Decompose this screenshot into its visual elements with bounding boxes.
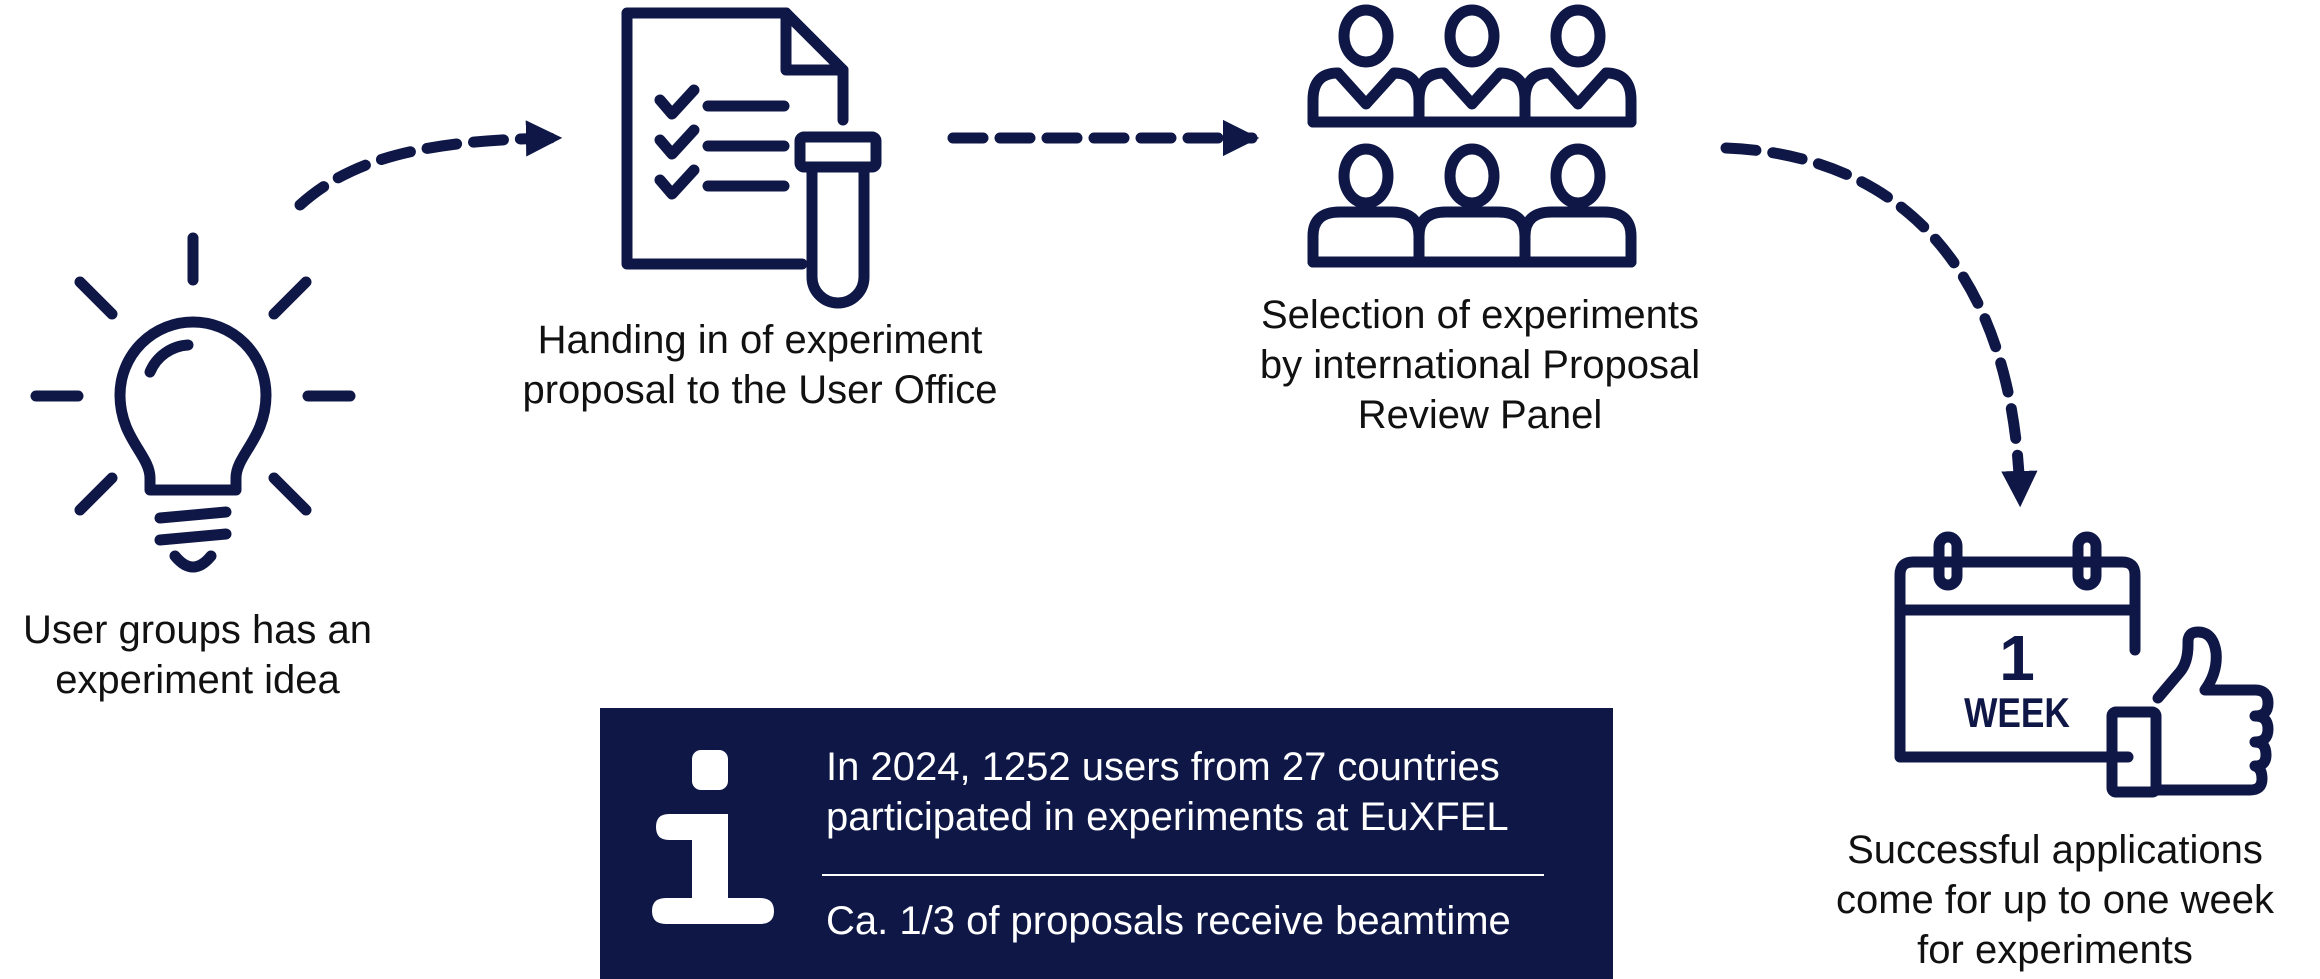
step-label-line: Successful applications <box>1847 828 2263 872</box>
info-box: In 2024, 1252 users from 27 countries pa… <box>600 708 1613 979</box>
step-label-line: User groups has an <box>22 608 373 652</box>
step-label-line: Review Panel <box>1357 393 1603 437</box>
calendar-thumbs-up-icon: 1 WEEK <box>1894 531 2274 798</box>
info-text-line-1: In 2024, 1252 users from 27 countries <box>826 745 1500 789</box>
document-test-tube-icon <box>621 7 882 309</box>
step-label-line: Handing in of experiment <box>537 318 983 362</box>
info-text-line-3: Ca. 1/3 of proposals receive beamtime <box>826 899 1511 943</box>
step-label-idea: User groups has an experiment idea <box>0 605 395 705</box>
info-divider <box>822 874 1544 876</box>
step-label-line: Selection of experiments <box>1260 293 1699 337</box>
info-icon <box>652 750 774 924</box>
info-text-line-2: participated in experiments at EuXFEL <box>826 795 1509 839</box>
calendar-number: 1 <box>1999 622 2035 694</box>
calendar-unit: WEEK <box>1964 690 2070 737</box>
step-label-line: experiment idea <box>55 658 340 702</box>
step-label-line: for experiments <box>1917 928 2193 972</box>
review-panel-icon <box>1307 4 1637 268</box>
step-label-proposal: Handing in of experiment proposal to the… <box>470 315 1050 415</box>
step-label-line: proposal to the User Office <box>522 368 998 412</box>
step-label-line: come for up to one week <box>1835 878 2275 922</box>
arrow-idea-to-proposal <box>294 120 563 211</box>
step-label-selection: Selection of experiments by internationa… <box>1215 290 1745 440</box>
arrow-selection-to-success <box>1720 142 2038 508</box>
step-label-success: Successful applications come for up to o… <box>1790 825 2320 975</box>
step-label-line: by international Proposal <box>1259 343 1701 387</box>
lightbulb-icon <box>30 232 356 573</box>
